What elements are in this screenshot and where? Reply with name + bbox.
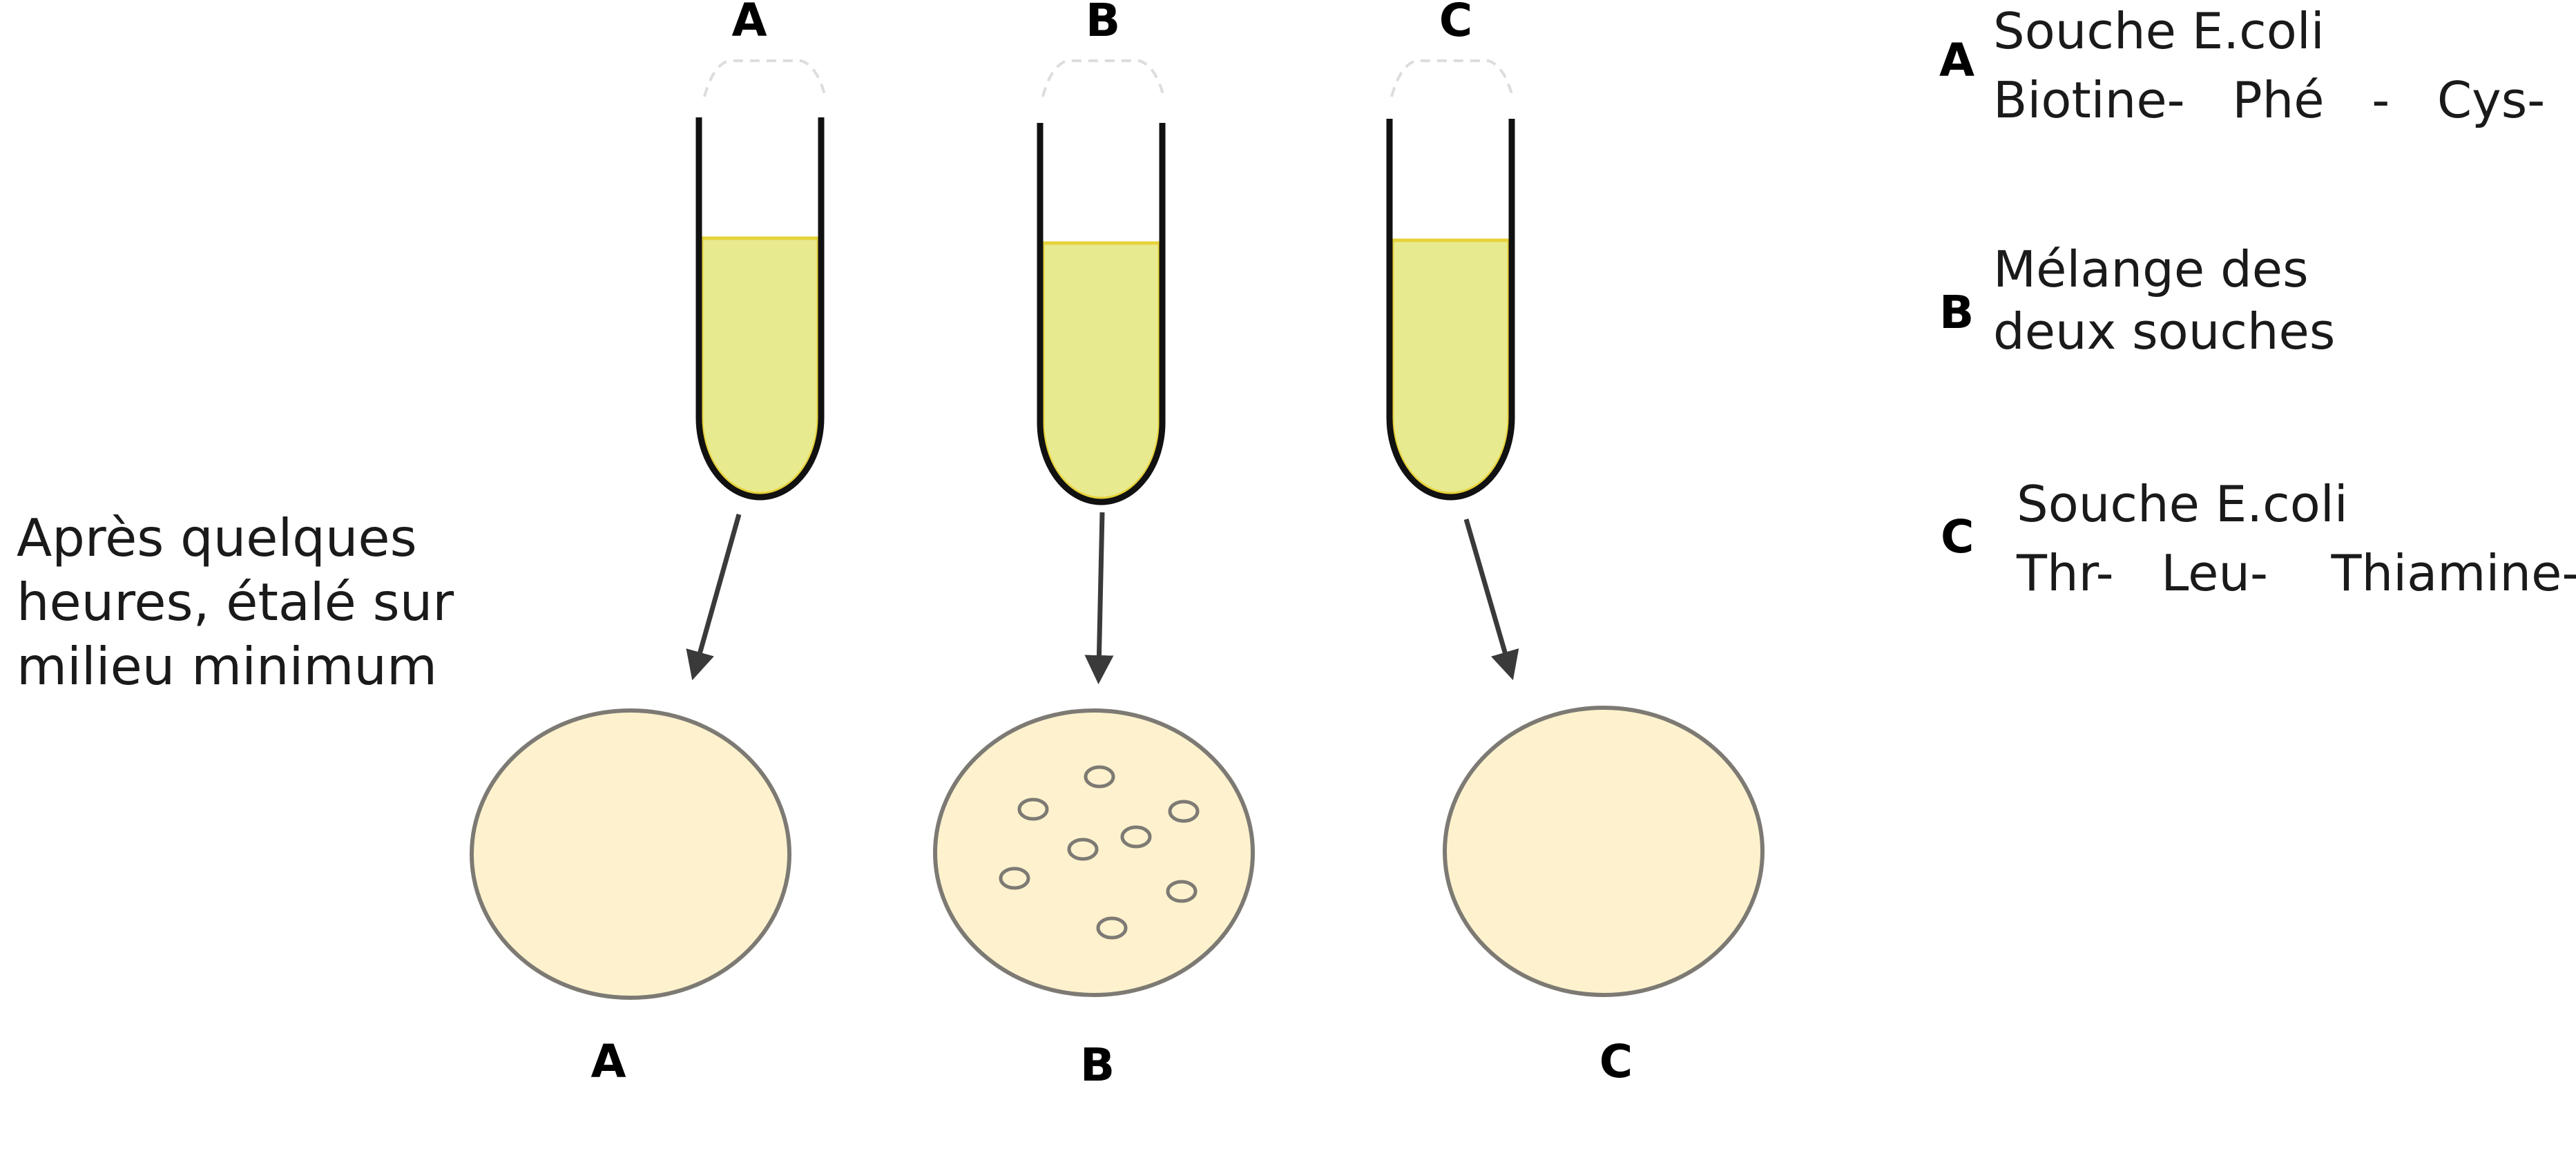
legend: A Souche E.coli Biotine- Phé - Cys- B Mé… [1939,2,2576,602]
dish-a-label: A [590,1035,626,1088]
arrow-c [1463,519,1519,681]
dish-b: B [933,708,1255,1092]
tube-b-glass [1037,123,1166,505]
legend-item-c: C Souche E.coli Thr- Leu- Thiamine- [1941,475,2576,602]
legend-item-b: B Mélange des deux souches [1939,240,2335,360]
tube-c-label: C [1439,0,1472,47]
tube-a-label: A [731,0,767,47]
procedure-note-line-3: milieu minimum [17,636,437,697]
procedure-note: Après quelques heures, étalé sur milieu … [17,508,454,697]
tube-a-medium [700,236,820,496]
colony [1168,800,1200,823]
legend-b-line-1: Mélange des [1993,240,2309,298]
tube-b-label: B [1086,0,1120,47]
legend-c-line-1: Souche E.coli [2017,475,2348,533]
colony [1166,880,1198,903]
legend-c-line-2: Thr- Leu- Thiamine- [2016,544,2576,602]
dish-b-colonies [999,765,1200,940]
tube-b-neck [1041,59,1165,97]
procedure-note-line-2: heures, étalé sur [17,572,454,632]
dish-c-label: C [1599,1035,1633,1088]
colony [1067,838,1099,861]
dish-b-label: B [1080,1038,1115,1092]
tube-c-medium [1390,238,1511,496]
dish-c-plate [1443,706,1765,997]
arrow-b [1084,512,1114,684]
legend-letter-b: B [1939,286,1974,339]
colony [1096,916,1128,940]
tube-c-glass [1386,119,1515,501]
legend-item-a: A Souche E.coli Biotine- Phé - Cys- [1939,2,2545,129]
colony [1120,825,1152,849]
legend-a-line-2: Biotine- Phé - Cys- [1993,71,2545,129]
legend-a-line-1: Souche E.coli [1993,2,2325,60]
tube-b: B [1037,0,1166,505]
procedure-note-line-1: Après quelques [17,508,417,568]
arrow-a [686,514,742,681]
tube-c: C [1386,0,1515,501]
colony [1017,798,1049,821]
legend-letter-a: A [1939,34,1974,87]
tube-a: A [695,0,827,501]
tube-a-neck [703,59,827,97]
legend-letter-c: C [1941,510,1974,563]
tube-b-medium [1041,241,1162,501]
tube-a-glass [695,117,825,501]
dish-c: C [1443,706,1765,1088]
dish-a-plate [470,708,791,1000]
legend-b-line-2: deux souches [1993,302,2335,360]
colony [1084,765,1115,789]
dish-a: A [470,708,791,1088]
colony [999,867,1030,890]
tube-c-neck [1390,59,1514,97]
